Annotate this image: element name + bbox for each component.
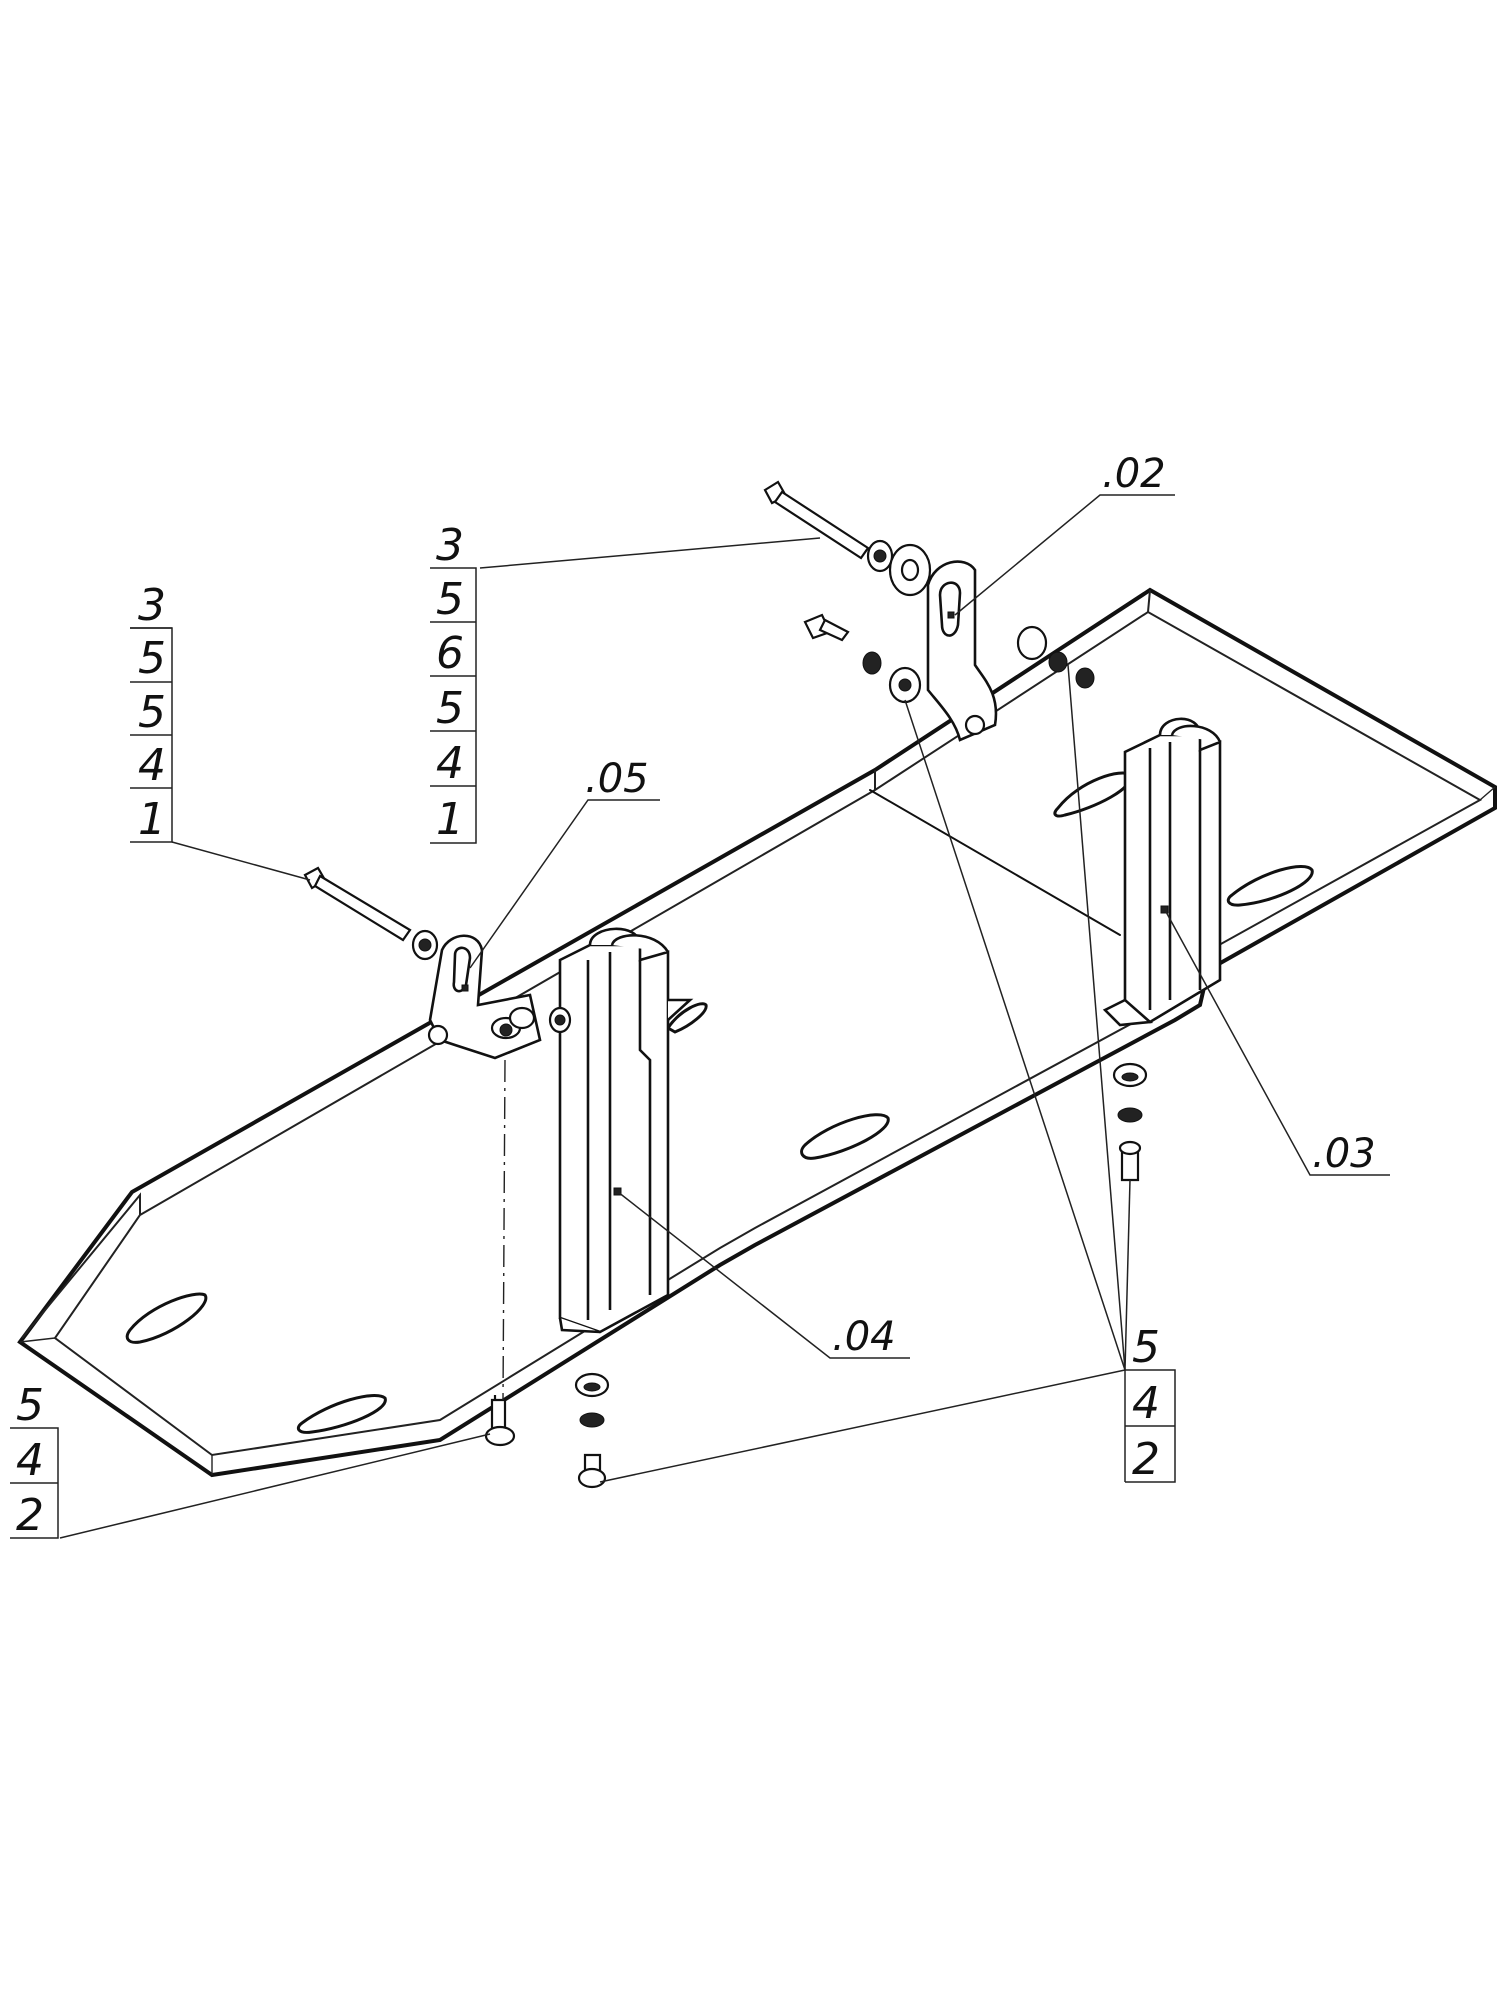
angle-bracket-05: [427, 934, 572, 1060]
tray-slot: [296, 1394, 387, 1434]
callout-03: .03: [1312, 1131, 1376, 1177]
stack-item: 1: [436, 794, 464, 845]
stack-item: 3: [138, 580, 166, 631]
stack-item: 4: [16, 1435, 44, 1486]
stack-item: 3: [436, 520, 464, 571]
tray-slot: [125, 1292, 208, 1344]
tray-slot: [800, 1113, 890, 1160]
stack-item: 2: [1132, 1434, 1160, 1485]
stack-item: 4: [436, 738, 464, 789]
stack-bottom-right: 5 4 2: [1124, 1322, 1176, 1485]
stack-item: 2: [16, 1490, 44, 1541]
stack-item: 4: [1132, 1378, 1160, 1429]
callout-05: .05: [585, 756, 649, 802]
stand-bracket-04: [558, 927, 694, 1334]
stack-item: 1: [138, 794, 166, 845]
stand-bracket-03: [1102, 717, 1222, 1027]
bolt-set-bottom-right: [1112, 1062, 1148, 1182]
stack-item: 5: [16, 1380, 44, 1431]
bolt-set-left: [303, 866, 439, 961]
stack-item: 5: [436, 574, 464, 625]
stack-item: 4: [138, 740, 166, 791]
bolt-set-bottom-left: [484, 1372, 610, 1489]
stack-item: 5: [138, 687, 166, 738]
stack-item: 5: [138, 633, 166, 684]
leader-lines: [59, 494, 1390, 1539]
tray-slot: [1053, 771, 1132, 818]
stack-item: 6: [436, 628, 464, 679]
tray-slot: [1226, 865, 1314, 907]
stack-bottom-left: 5 4 2: [10, 1380, 59, 1541]
stack-item: 5: [1132, 1322, 1160, 1373]
stack-item: 5: [436, 683, 464, 734]
stack-top-center: 3 5 6 5 4 1: [430, 520, 477, 845]
stack-top-left: 3 5 5 4 1: [130, 580, 173, 845]
angle-bracket-02: [926, 560, 1095, 742]
skid-plate-tray: [17, 587, 1497, 1478]
callout-02: .02: [1102, 451, 1166, 497]
bolt-set-center: [763, 480, 932, 704]
tray-slot: [665, 1002, 708, 1034]
callout-04: .04: [832, 1314, 896, 1360]
